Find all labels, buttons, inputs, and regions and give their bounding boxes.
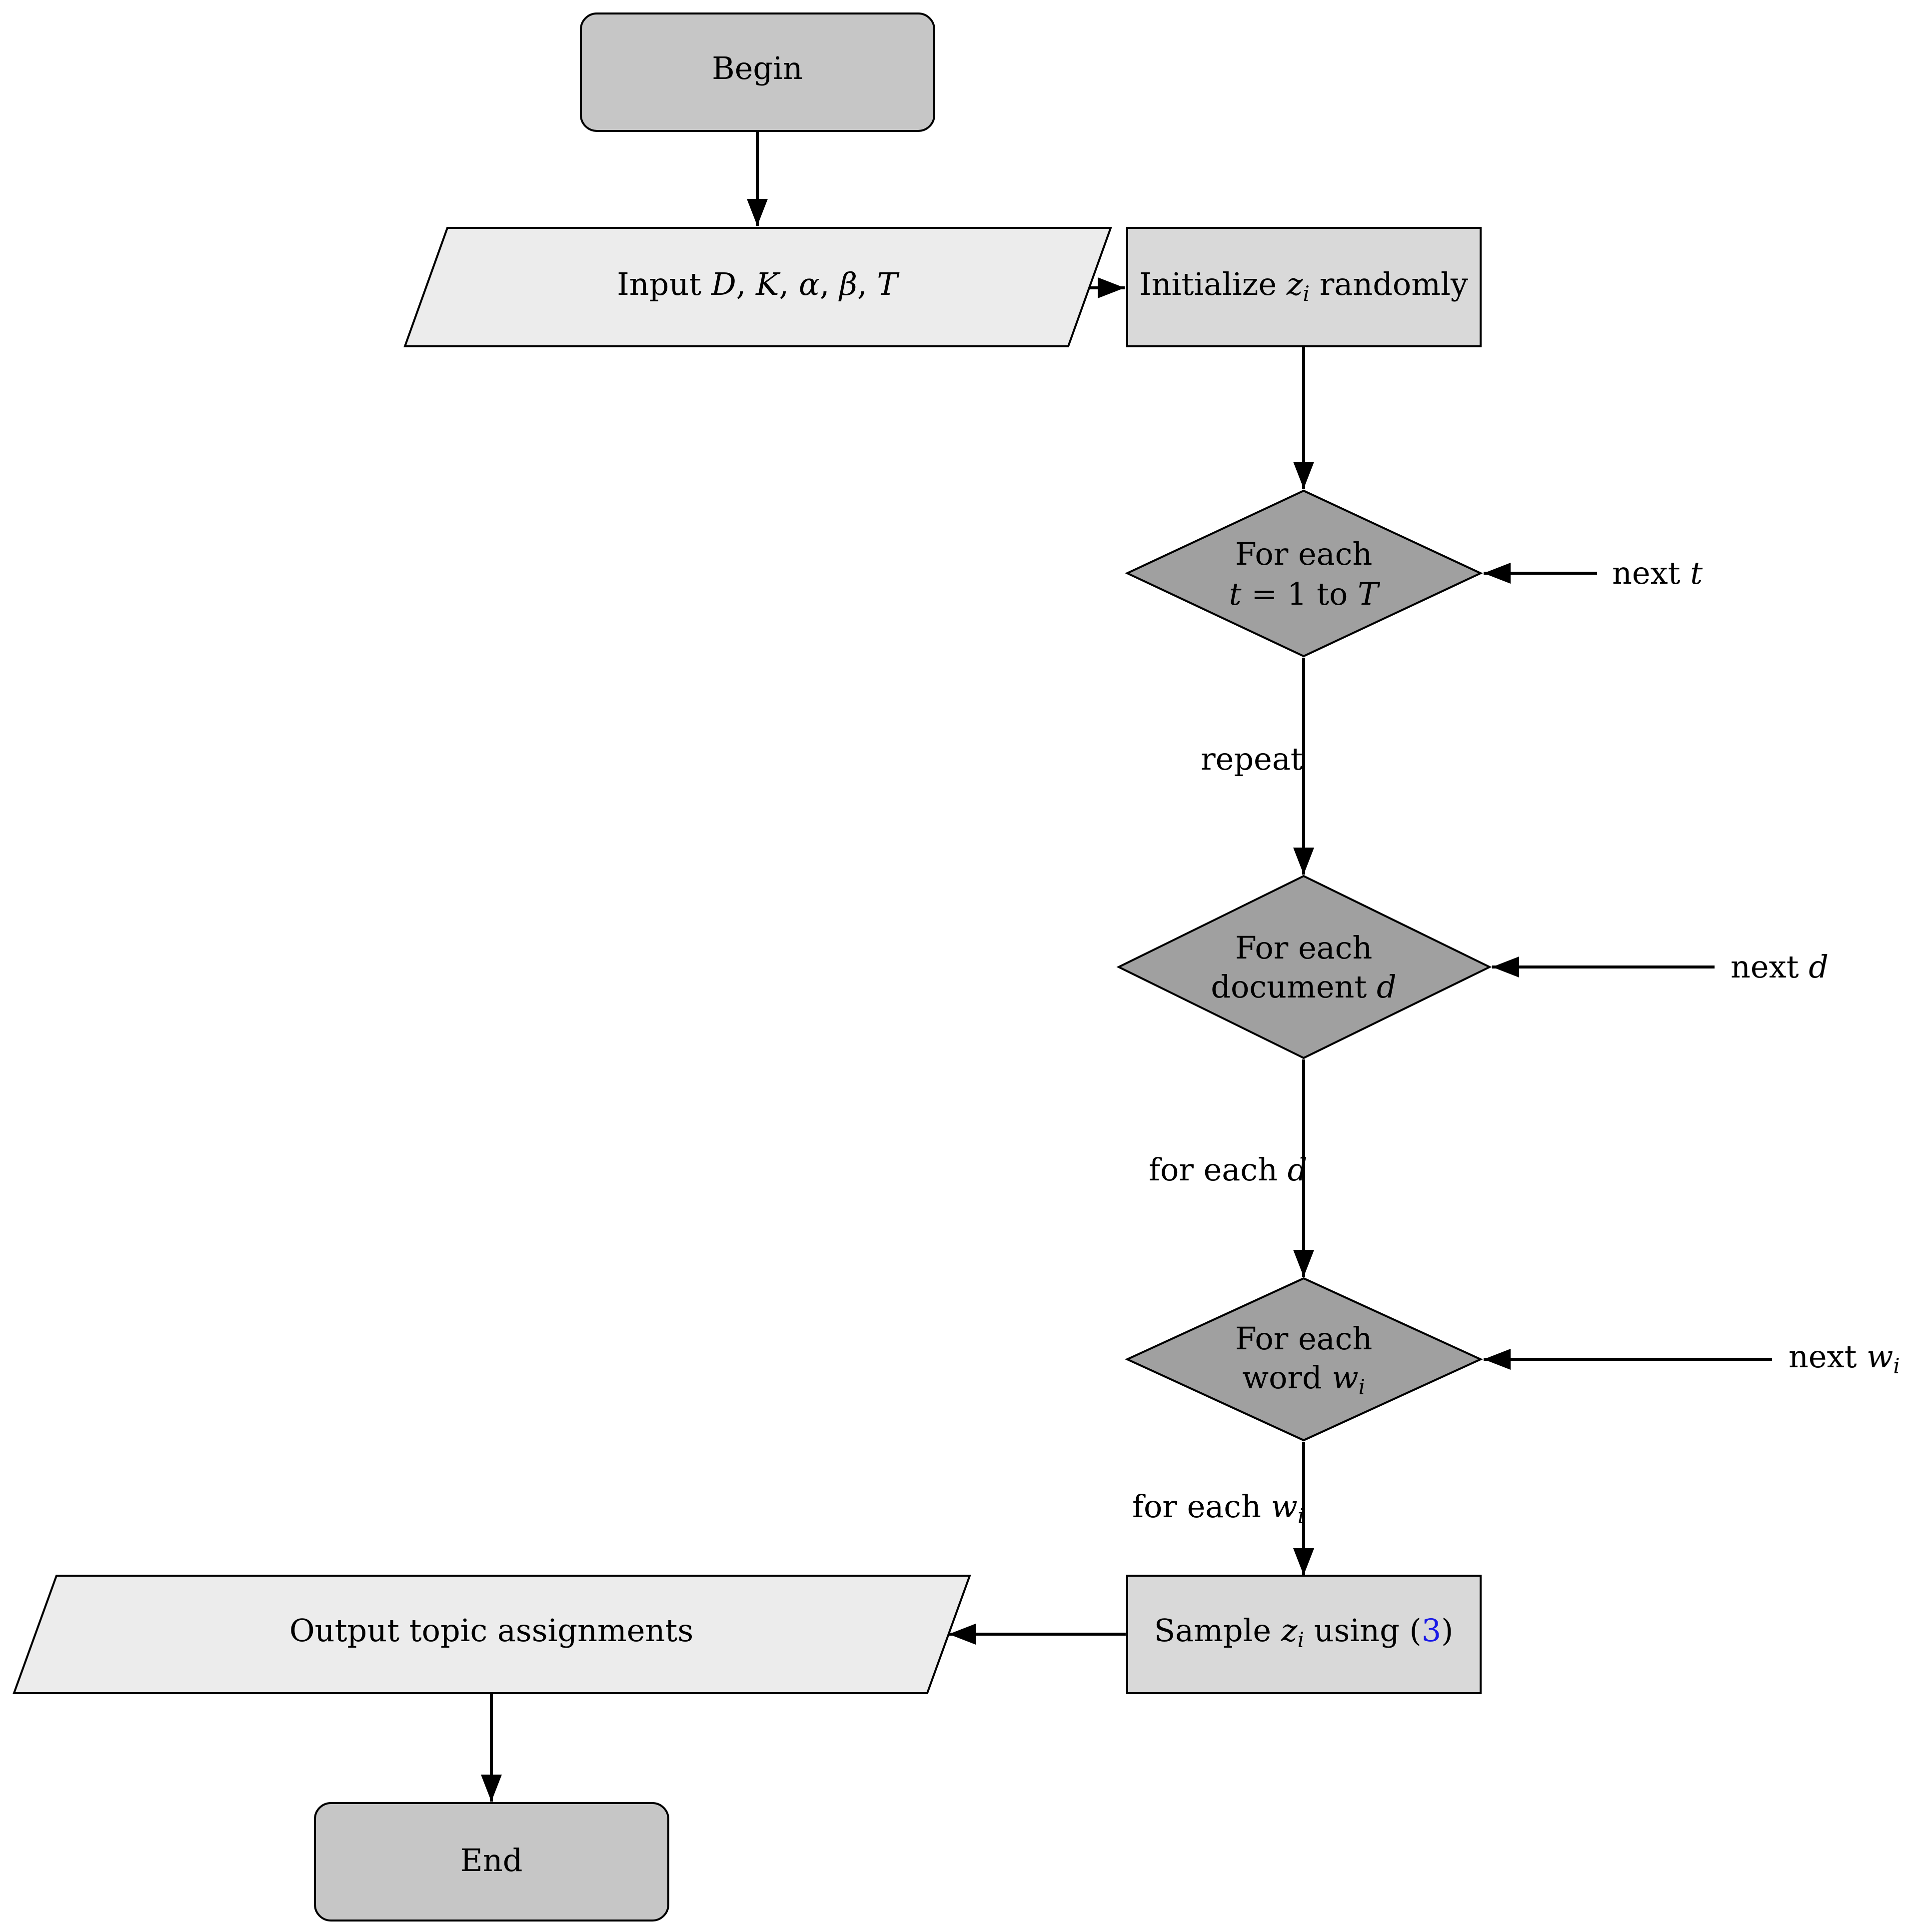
output-label: Output topic assignments — [289, 1612, 693, 1649]
edge-label-next-t: next t — [1612, 555, 1703, 591]
input-var-alpha: α — [799, 266, 820, 302]
begin-node — [580, 12, 935, 132]
loop-d-line1: For each — [1235, 930, 1373, 966]
input-label: Input D, K, α, β, T — [617, 266, 900, 302]
end-label: End — [460, 1842, 523, 1879]
edge-label-repeat: repeat — [1201, 741, 1303, 777]
loop-t-line1: For each — [1235, 536, 1373, 572]
input-var-t: T — [877, 266, 900, 302]
loop-t-node — [1125, 489, 1483, 658]
input-label-text: Input — [617, 266, 701, 302]
input-node — [403, 227, 1112, 347]
init-node — [1126, 227, 1482, 347]
begin-label: Begin — [712, 50, 803, 86]
input-var-d: D — [711, 266, 736, 302]
loop-t-line2: t = 1 to T — [1229, 576, 1381, 612]
edge-label-next-w: next wi — [1789, 1338, 1900, 1378]
input-var-k: K — [755, 266, 781, 302]
init-label: Initialize zi randomly — [1139, 266, 1468, 306]
edge-label-for-each-w: for each wi — [1132, 1488, 1304, 1528]
loop-d-line2: document d — [1211, 968, 1396, 1005]
end-node — [314, 1802, 669, 1922]
output-node — [12, 1575, 971, 1694]
equation-ref-link[interactable]: 3 — [1422, 1612, 1441, 1649]
loop-d-node — [1116, 875, 1492, 1059]
loop-w-node — [1125, 1277, 1483, 1442]
loop-w-line2: word wi — [1242, 1359, 1365, 1399]
loop-w-line1: For each — [1235, 1320, 1373, 1357]
edge-label-next-d: next d — [1731, 949, 1829, 985]
sample-node — [1126, 1575, 1482, 1694]
input-var-beta: β — [838, 266, 857, 302]
sample-label: Sample zi using (3) — [1154, 1612, 1454, 1652]
edge-label-for-each-d: for each d — [1149, 1151, 1307, 1188]
